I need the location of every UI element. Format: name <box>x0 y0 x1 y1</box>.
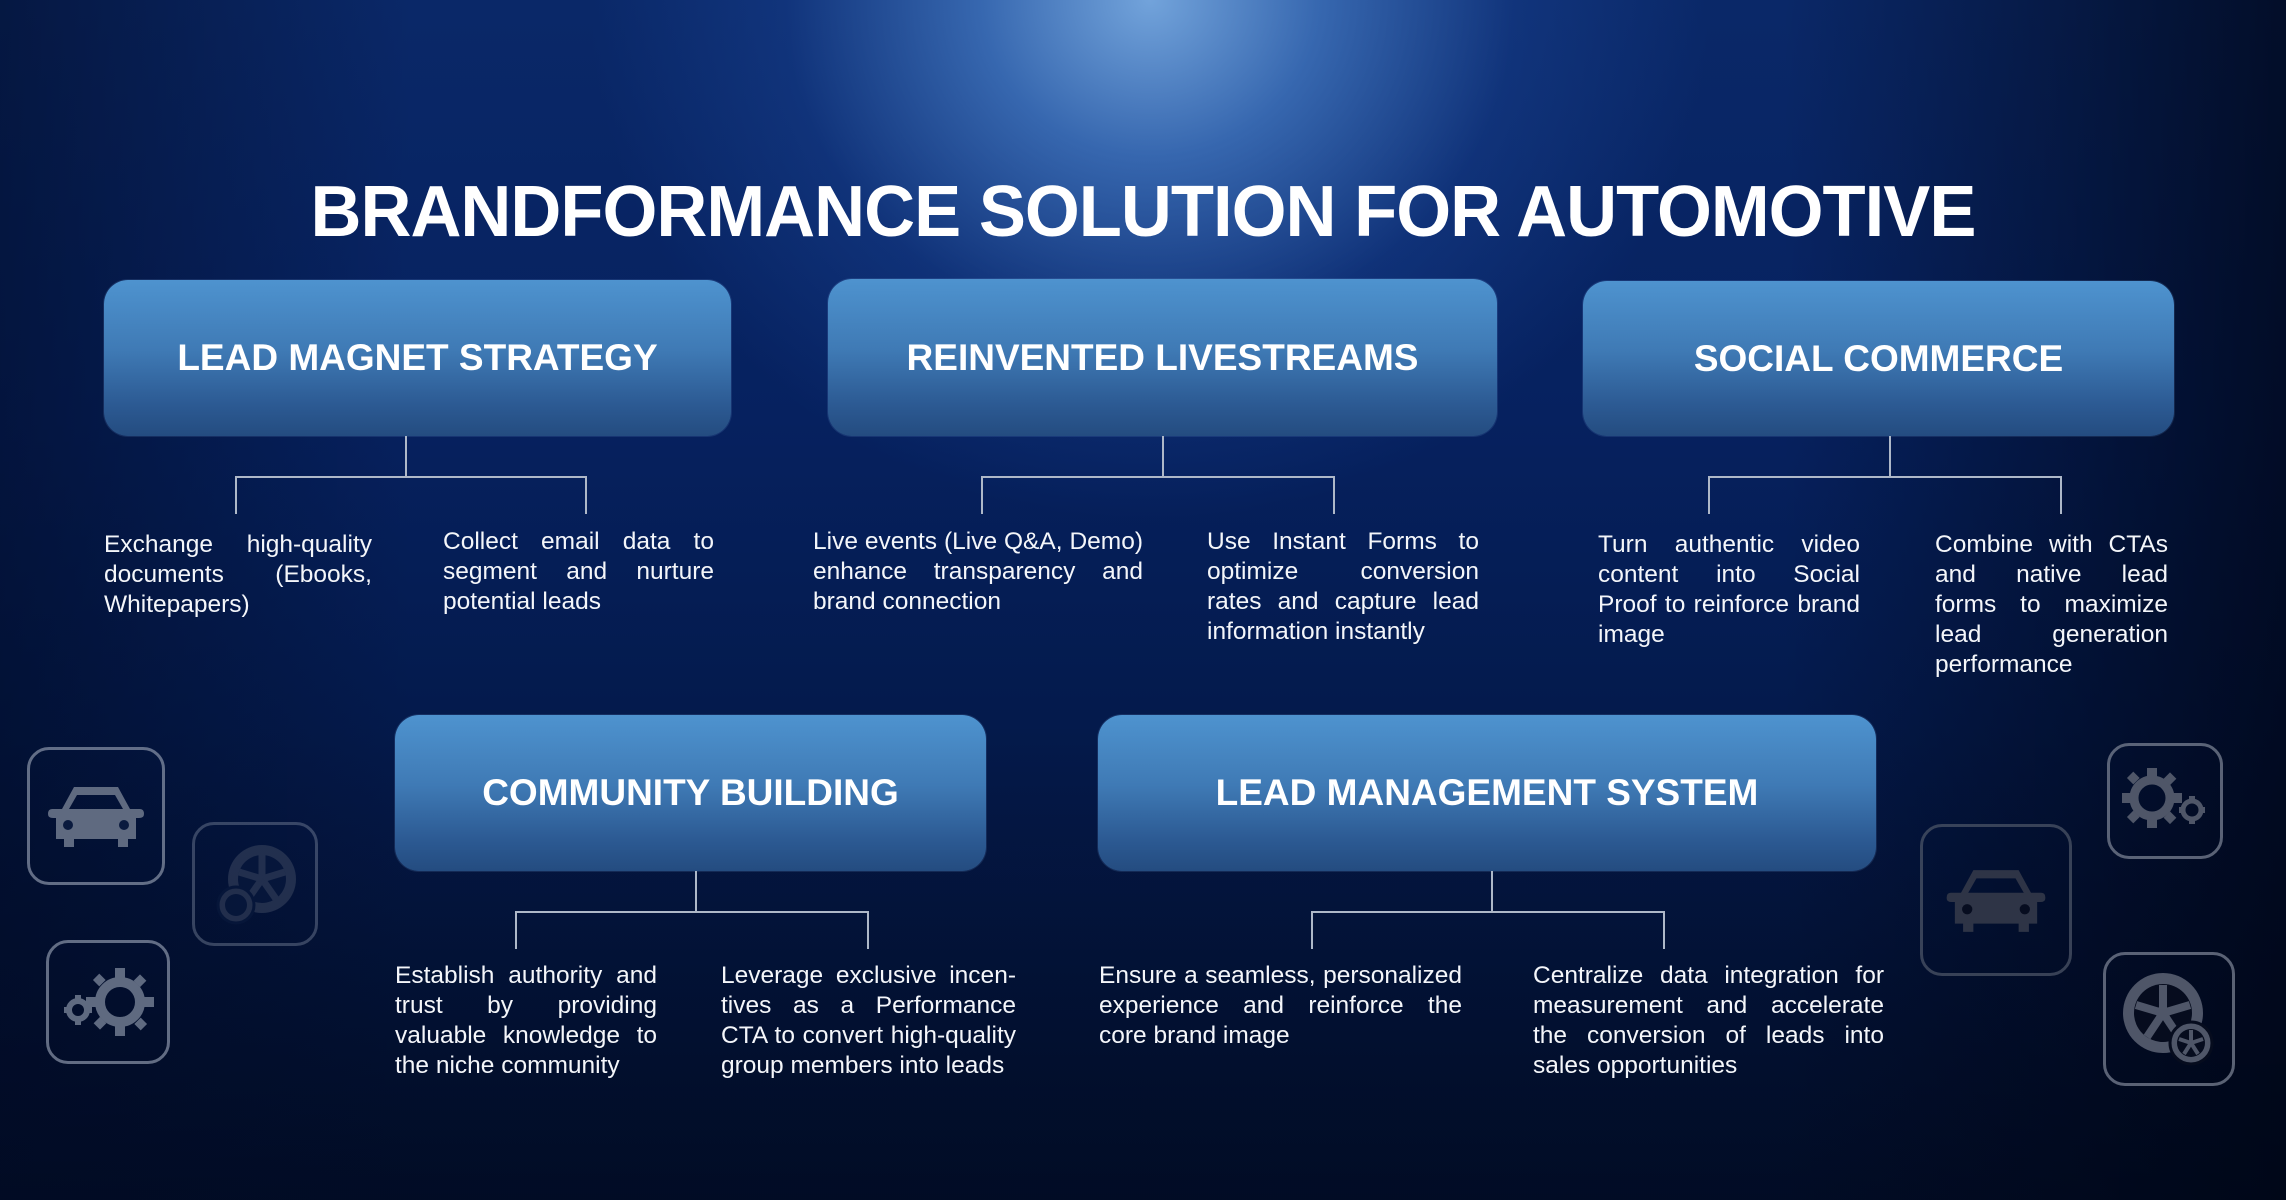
connector-bar <box>1311 911 1665 913</box>
solution-box-lead-management: LEAD MANAGEMENT SYSTEM <box>1098 715 1876 871</box>
solution-point: Exchange high-quality documents (Ebooks,… <box>104 531 372 618</box>
connector-drop-right <box>867 911 869 949</box>
connector-drop-left <box>235 476 237 514</box>
connector-drop-right <box>2060 476 2062 514</box>
connector-drop-right <box>1333 476 1335 514</box>
solution-point: Ensure a seamless, personalized experien… <box>1099 962 1462 1049</box>
solution-point: Turn authentic video content into Social… <box>1598 531 1860 648</box>
solution-point: Leverage exclusive incen­tives as a Perf… <box>721 962 1016 1079</box>
page-title: BRANDFORMANCE SOLUTION FOR AUTOMOTIVE <box>310 172 1977 253</box>
solution-title: REINVENTED LIVESTREAMS <box>906 336 1419 378</box>
gears-icon <box>2122 768 2205 828</box>
wheel-icon-tile <box>2103 952 2235 1086</box>
connector-drop-left <box>981 476 983 514</box>
solution-point: Use Instant Forms to optimize conversion… <box>1207 528 1479 645</box>
solution-box-lead-magnet: LEAD MAGNET STRATEGY <box>104 280 731 436</box>
solution-point: Centralize data integration for measurem… <box>1533 962 1884 1079</box>
connector-bar <box>235 476 587 478</box>
solution-title: LEAD MAGNET STRATEGY <box>177 337 658 378</box>
solution-title: SOCIAL COMMERCE <box>1693 337 2064 379</box>
solution-box-community-building: COMMUNITY BUILDING <box>395 715 986 871</box>
connector-stem <box>405 436 407 477</box>
wheel-icon-tile <box>192 822 318 946</box>
connector-bar <box>981 476 1335 478</box>
connector-stem <box>1162 436 1164 477</box>
gears-icon <box>64 968 154 1036</box>
gears-icon-tile <box>2107 743 2223 859</box>
connector-drop-right <box>1663 911 1665 949</box>
solution-point: Combine with CTAs and native lead forms … <box>1935 531 2168 678</box>
car-icon-tile <box>27 747 165 885</box>
wheel-icon <box>2123 973 2214 1066</box>
solution-box-social-commerce: SOCIAL COMMERCE <box>1583 281 2174 436</box>
connector-stem <box>695 871 697 912</box>
connector-stem <box>1889 436 1891 477</box>
gears-icon-tile <box>46 940 170 1064</box>
solution-box-livestreams: REINVENTED LIVESTREAMS <box>828 279 1497 436</box>
solution-title: COMMUNITY BUILDING <box>482 772 899 813</box>
car-icon <box>48 787 144 847</box>
connector-bar <box>515 911 869 913</box>
car-icon <box>1946 870 2046 932</box>
solution-point: Collect email data to segment and nurtur… <box>443 528 714 615</box>
wheel-icon <box>216 845 296 925</box>
connector-drop-left <box>1708 476 1710 514</box>
connector-drop-left <box>515 911 517 949</box>
connector-stem <box>1491 871 1493 912</box>
connector-drop-right <box>585 476 587 514</box>
car-icon-tile <box>1920 824 2072 976</box>
solution-point: Live events (Live Q&A, Demo) enhance tra… <box>813 528 1143 615</box>
connector-drop-left <box>1311 911 1313 949</box>
solution-title: LEAD MANAGEMENT SYSTEM <box>1215 772 1759 813</box>
solution-point: Establish authority and trust by providi… <box>395 962 657 1079</box>
connector-bar <box>1708 476 2062 478</box>
